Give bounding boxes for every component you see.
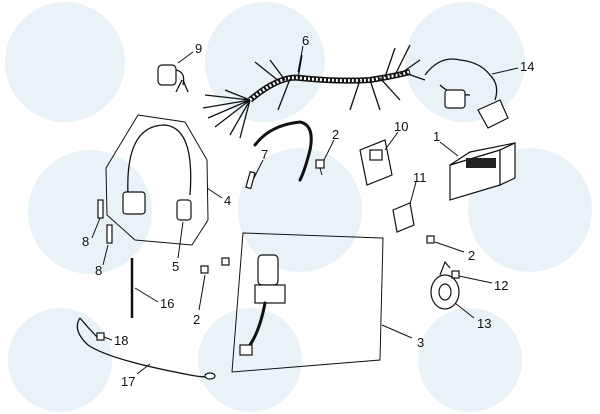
battery-cable[interactable] [253,120,313,182]
part-1-battery[interactable] [449,142,516,201]
label-5: 5 [172,259,179,274]
leader-lines [91,45,519,375]
part-14-wiring[interactable] [424,58,509,129]
label-18: 18 [114,333,128,348]
label-2: 2 [332,127,339,142]
label-2: 2 [193,312,200,327]
label-4: 4 [224,193,231,208]
part-9-condenser[interactable] [157,64,189,93]
part-2-screw[interactable] [200,265,209,274]
label-2: 2 [468,248,475,263]
label-13: 13 [477,316,491,331]
part-2-screw[interactable] [221,257,230,266]
label-8: 8 [82,234,89,249]
part-13-horn[interactable] [430,260,460,310]
label-10: 10 [394,119,408,134]
part-7-fuse[interactable] [245,171,256,190]
part-18-clip[interactable] [96,332,105,341]
label-11: 11 [413,170,427,185]
label-12: 12 [494,278,508,293]
part-2-screw[interactable] [426,235,435,244]
scooter-watermark [5,2,592,412]
part-3-ignition-switch[interactable] [231,232,384,373]
part-4-ignition-coil[interactable] [105,114,209,246]
part-8-bolt[interactable] [97,199,104,219]
part-10-cdi-unit[interactable] [359,139,393,186]
part-2-screw[interactable] [315,159,325,176]
label-16: 16 [160,296,174,311]
label-7: 7 [261,147,268,162]
part-12-screw[interactable] [451,270,460,279]
label-1: 1 [433,129,440,144]
label-3: 3 [417,335,424,350]
label-6: 6 [302,33,309,48]
label-14: 14 [520,59,534,74]
label-8: 8 [95,263,102,278]
part-8-bolt[interactable] [106,224,113,244]
label-9: 9 [195,41,202,56]
part-11-relay[interactable] [392,202,415,233]
label-17: 17 [121,374,135,389]
part-6-wiring-harness[interactable] [202,44,426,139]
